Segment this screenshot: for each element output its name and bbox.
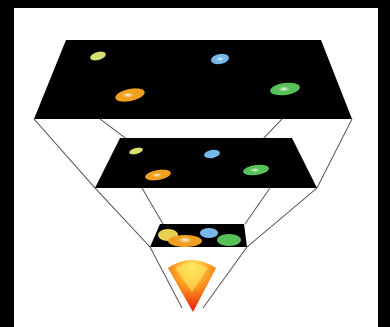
- galaxy-core-glow: [278, 87, 290, 92]
- green-galaxy: [217, 234, 241, 246]
- galaxy-core-glow: [152, 173, 162, 177]
- blue-galaxy: [200, 228, 218, 238]
- present-layer-slab: [34, 40, 352, 119]
- middle-layer-slab: [95, 138, 317, 188]
- galaxy-core-glow: [122, 93, 134, 98]
- galaxy-core-glow: [250, 168, 260, 172]
- galaxy-core-glow: [216, 57, 224, 61]
- galaxy-core-glow: [178, 237, 192, 243]
